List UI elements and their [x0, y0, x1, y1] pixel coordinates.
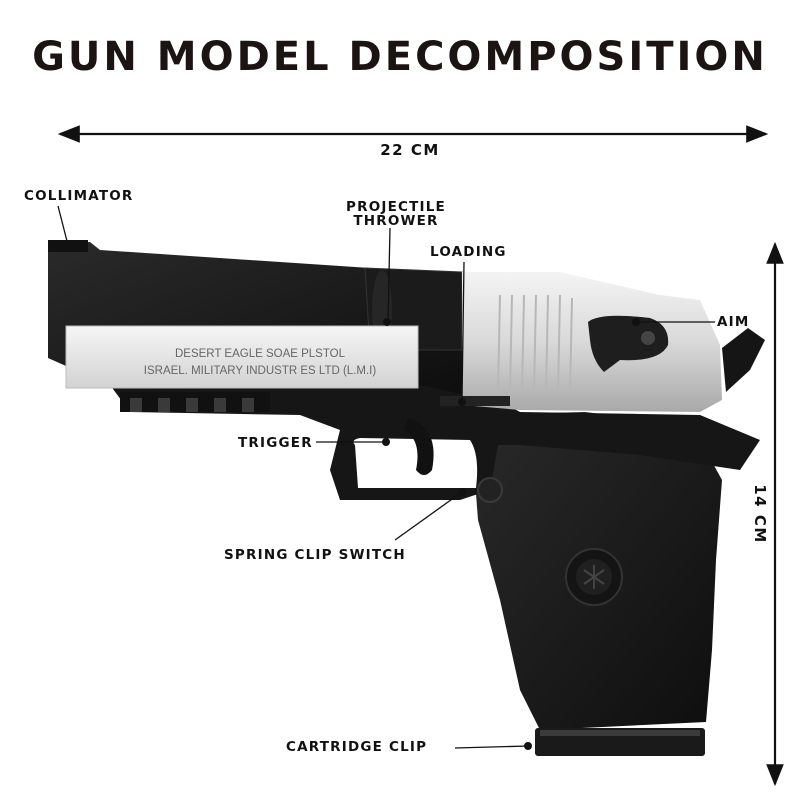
spring-clip-switch-label: SPRING CLIP SWITCH — [224, 547, 406, 563]
loading-leader — [461, 261, 465, 401]
page-title: GUN MODEL DECOMPOSITION — [32, 34, 768, 80]
aim-lever — [588, 315, 669, 372]
engraved-plate — [65, 325, 419, 389]
spring-clip-switch-button — [477, 477, 503, 503]
spring-clip-leader — [394, 491, 463, 541]
projectile-leader — [387, 227, 391, 321]
collimator-label: COLLIMATOR — [24, 188, 134, 204]
pistol-illustration — [48, 240, 765, 756]
cartridge-clip-label: CARTRIDGE CLIP — [286, 739, 428, 755]
height-dimension-label: 14 CM — [751, 484, 769, 544]
trigger-label: TRIGGER — [238, 435, 313, 451]
loading-label: LOADING — [430, 244, 507, 260]
width-dimension-label: 22 CM — [380, 141, 440, 159]
trigger — [404, 418, 434, 475]
collimator-leader — [57, 205, 69, 246]
aim-label: AIM — [717, 314, 750, 330]
loading-slot — [440, 396, 510, 406]
projectile-label-line-1: PROJECTILE — [346, 199, 446, 215]
projectile-label-line-2: THROWER — [353, 213, 439, 229]
cartridge-clip-leader — [454, 745, 529, 749]
projectile-thrower-label: PROJECTILE THROWER — [336, 200, 456, 228]
engraving-line-1: DESERT EAGLE SOAE PLSTOL — [175, 348, 346, 360]
hammer — [722, 328, 765, 392]
engraving-line-2: ISRAEL. MILITARY INDUSTR ES LTD (L.M.I) — [144, 365, 377, 377]
